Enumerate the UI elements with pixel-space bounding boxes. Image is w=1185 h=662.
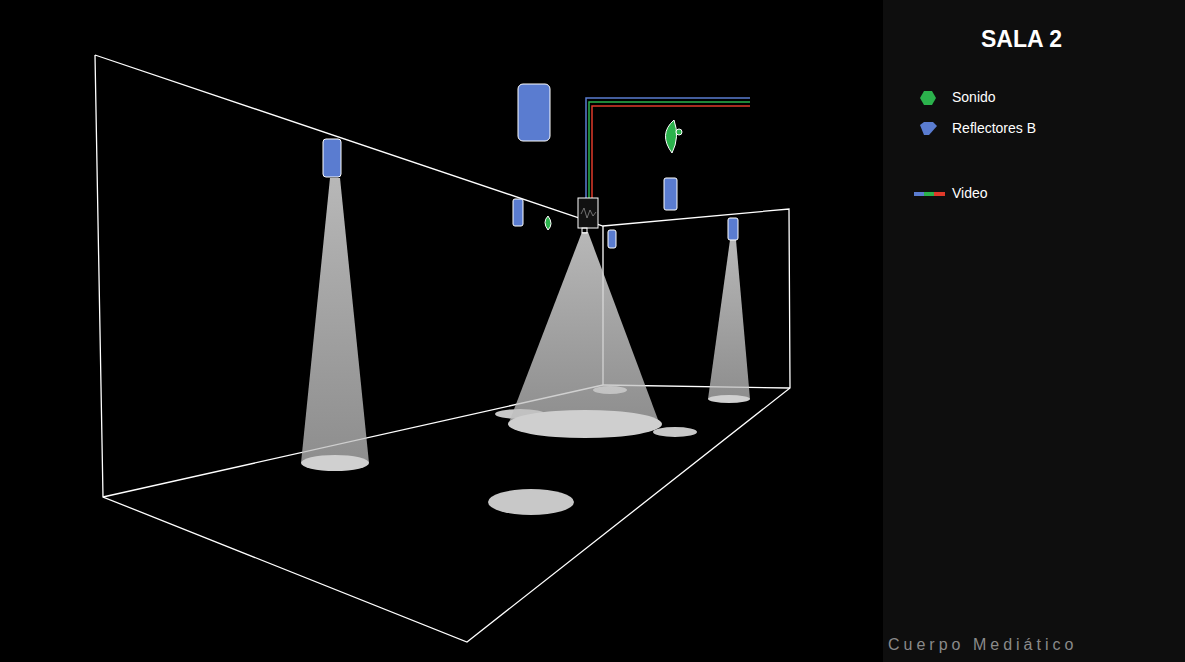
- legend-text: Sonido: [952, 89, 996, 105]
- legend-text: Video: [952, 185, 988, 201]
- legend-text: Reflectores B: [952, 120, 1036, 136]
- legend-swatch: [920, 122, 937, 135]
- watermark: Cuerpo Mediático: [888, 636, 1077, 654]
- legend-swatch: [920, 91, 936, 105]
- title: SALA 2: [981, 26, 1062, 53]
